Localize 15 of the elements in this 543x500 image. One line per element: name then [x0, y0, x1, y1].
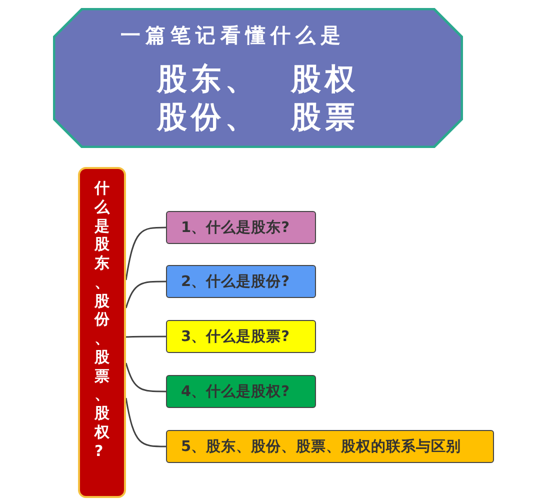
connector-line: [125, 280, 166, 308]
topic-box: 4、什么是股权?: [166, 375, 316, 408]
topic-box: 1、什么是股东?: [166, 211, 316, 244]
connector-line: [125, 226, 166, 280]
topic-box: 5、股东、股份、股票、股权的联系与区别: [166, 430, 494, 463]
banner-heading: 一篇笔记看懂什么是: [120, 22, 346, 49]
connector-line: [126, 336, 166, 338]
banner-title: 股份、 股票: [156, 99, 360, 137]
connector-line: [125, 398, 166, 448]
topic-box: 3、什么是股票?: [166, 320, 316, 353]
banner-title: 股东、 股权: [156, 61, 360, 99]
vertical-title-bar: [78, 167, 126, 498]
vertical-title-text: 什么是股东、股份、股票、股权?: [94, 179, 110, 460]
topic-box: 2、什么是股份?: [166, 265, 316, 298]
connector-line: [125, 362, 166, 392]
